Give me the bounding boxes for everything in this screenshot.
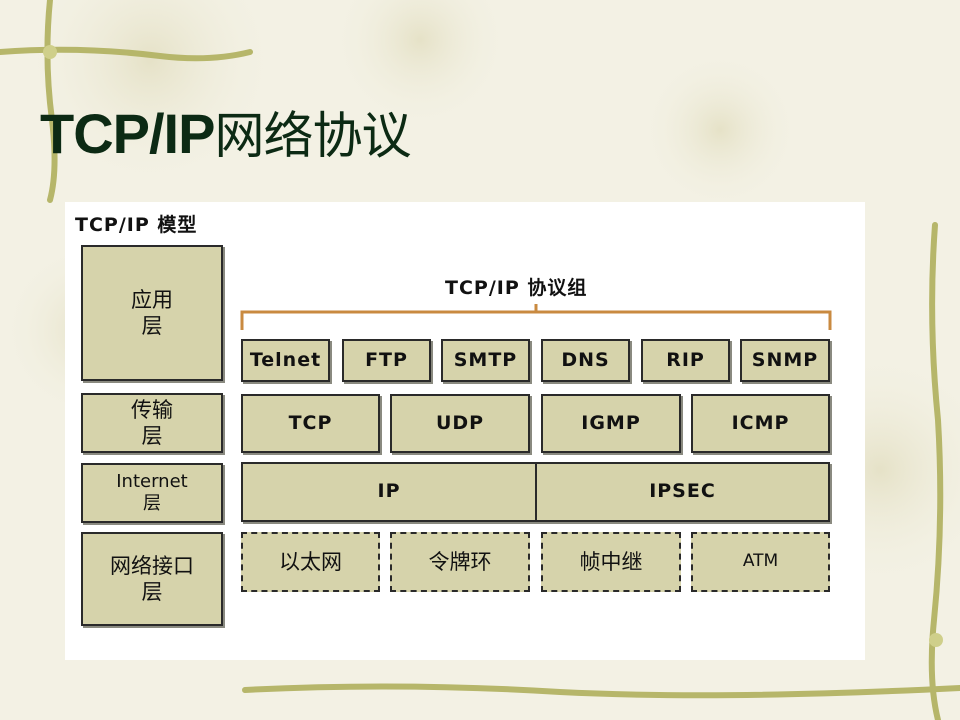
- protocol-dns: DNS: [541, 339, 630, 382]
- protocol-smtp: SMTP: [441, 339, 530, 382]
- protocol-telnet: Telnet: [241, 339, 330, 382]
- protocol-ip: IP: [241, 462, 537, 522]
- model-layer-label: 层: [141, 580, 163, 604]
- tcpip-diagram: TCP/IP 模型 应用 层 传输 层 Internet 层 网络接口 层 TC…: [65, 202, 865, 660]
- model-layer-transport: 传输 层: [81, 393, 223, 453]
- protocol-igmp: IGMP: [541, 394, 681, 453]
- protocol-udp: UDP: [390, 394, 530, 453]
- protocol-tcp: TCP: [241, 394, 380, 453]
- model-layer-label: 层: [143, 493, 161, 514]
- network-atm: ATM: [691, 532, 830, 592]
- slide-title-latin: TCP/IP: [40, 102, 215, 165]
- slide-title-chinese: 网络协议: [214, 107, 411, 165]
- protocol-ftp: FTP: [342, 339, 431, 382]
- model-layer-network-interface: 网络接口 层: [81, 532, 223, 626]
- network-frame-relay: 帧中继: [541, 532, 681, 592]
- protocol-icmp: ICMP: [691, 394, 830, 453]
- model-layer-application: 应用 层: [81, 245, 223, 381]
- model-layer-label: 层: [141, 314, 163, 338]
- model-layer-internet: Internet 层: [81, 463, 223, 523]
- model-layer-label: 应用: [131, 287, 173, 312]
- suite-bracket: [240, 304, 832, 330]
- slide-title: TCP/IP网络协议: [40, 96, 411, 168]
- model-layer-label: 网络接口: [110, 553, 194, 578]
- protocol-rip: RIP: [641, 339, 730, 382]
- model-layer-label: 传输: [131, 397, 173, 422]
- suite-title: TCP/IP 协议组: [445, 277, 588, 299]
- model-layer-label: 层: [141, 424, 163, 448]
- model-title: TCP/IP 模型: [75, 214, 198, 236]
- network-ethernet: 以太网: [241, 532, 380, 592]
- protocol-ipsec: IPSEC: [535, 462, 830, 522]
- network-token-ring: 令牌环: [390, 532, 530, 592]
- model-layer-label: Internet: [116, 470, 188, 492]
- protocol-snmp: SNMP: [740, 339, 830, 382]
